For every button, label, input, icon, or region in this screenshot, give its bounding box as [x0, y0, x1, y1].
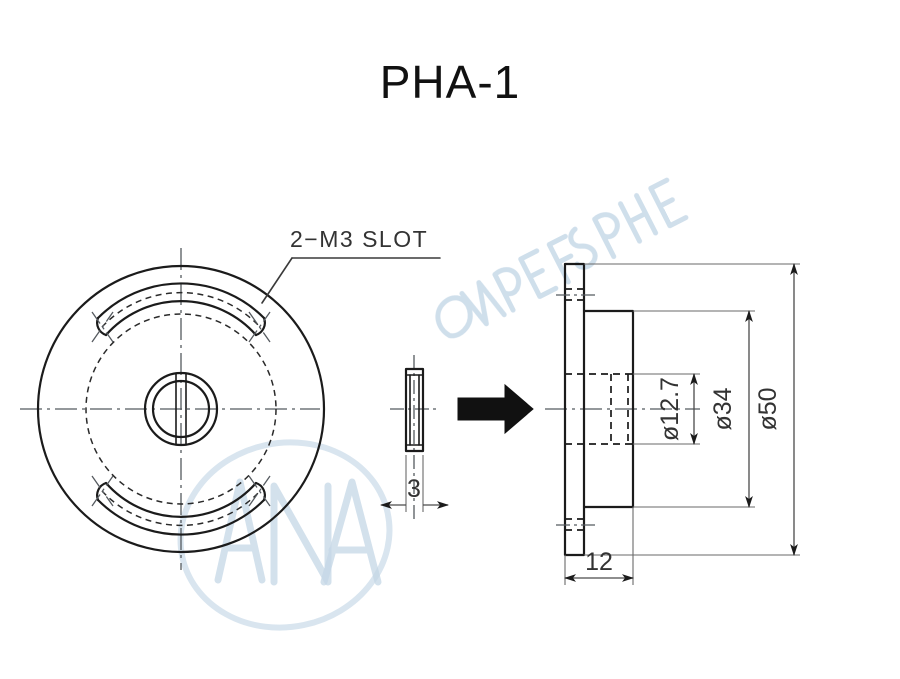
right-arrow-icon — [457, 383, 534, 435]
dimension-flange: ø50 — [754, 263, 798, 556]
arc-slot-bottom — [91, 475, 271, 536]
dimension-thickness: 3 — [380, 455, 449, 512]
arc-slot-top-left-cross-b — [91, 311, 114, 343]
arc-slot-bottom-right-cross-b — [248, 475, 271, 507]
slot-note-label: 2−M3 SLOT — [290, 226, 428, 252]
dimension-boss: ø34 — [709, 310, 753, 508]
arc-slot-bottom-inner-arc — [104, 481, 258, 518]
transition-arrow — [457, 383, 534, 435]
dimension-bore: ø12.7 — [656, 373, 698, 445]
bore-inner-circle — [151, 379, 211, 439]
dimension-boss-label: ø34 — [709, 387, 737, 430]
watermark-script — [435, 177, 689, 339]
arc-slot-top-centerline-arc — [101, 291, 261, 328]
front-circular-view — [20, 248, 326, 570]
dimension-length-label: 12 — [585, 548, 613, 576]
side-section-view — [545, 262, 700, 557]
watermark-logo — [177, 439, 393, 631]
arc-slot-top-inner-arc — [104, 300, 258, 337]
dimension-length: 12 — [564, 507, 634, 585]
dimension-flange-label: ø50 — [754, 387, 782, 430]
bore-outer-circle — [143, 371, 219, 447]
dimension-thickness-label: 3 — [407, 475, 421, 503]
boss-hidden-circle — [85, 313, 277, 505]
arc-slot-bottom-outer-arc — [96, 498, 266, 536]
boss-block-profile — [582, 309, 635, 509]
dimension-bore-label: ø12.7 — [656, 377, 684, 441]
arc-slot-top-right-cross-b — [248, 311, 271, 343]
slot-annotation: 2−M3 SLOT — [261, 226, 441, 304]
edge-thin-view: 3 — [380, 355, 449, 520]
vertical-dimensions: ø12.7 ø34 ø50 — [584, 263, 800, 556]
outer-flange-circle — [36, 264, 326, 554]
arc-slot-top — [91, 282, 271, 343]
drawing-title: PHA-1 — [380, 56, 520, 108]
arc-slot-top-outer-arc — [96, 282, 266, 320]
arc-slot-bottom-left-cross-b — [91, 475, 114, 507]
slot-note-leader-diagonal — [261, 257, 293, 304]
edge-view-body — [404, 367, 425, 453]
flange-plate-body — [563, 262, 586, 557]
arc-slot-bottom-centerline-arc — [101, 490, 261, 527]
